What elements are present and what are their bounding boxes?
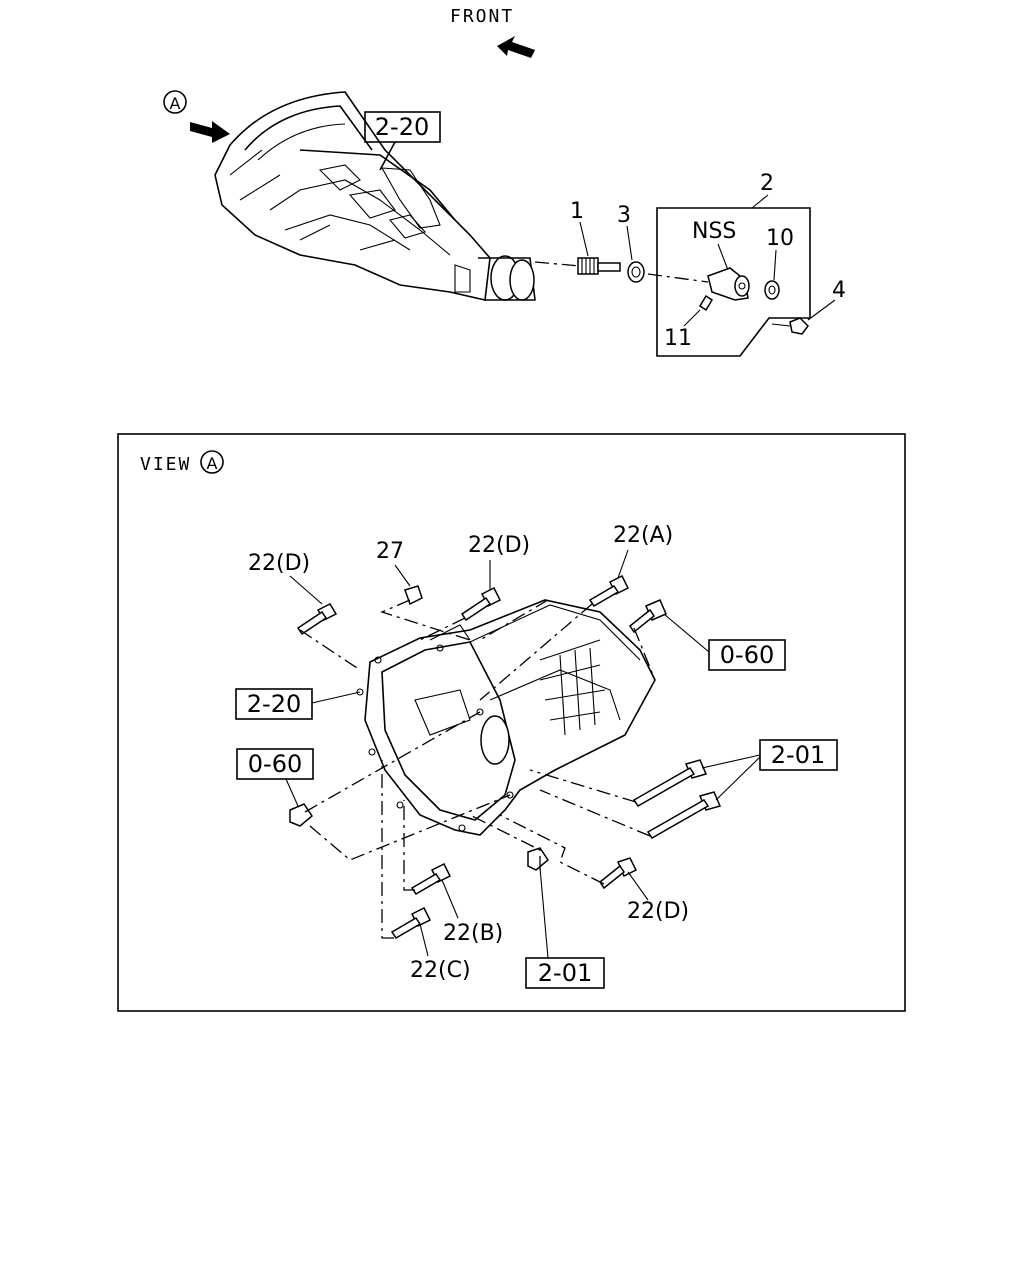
leader-201-bottom [539,867,549,959]
ref-box-0-60-right: 0-60 [708,639,786,671]
view-a-arrow-icon [190,121,230,143]
bolt-201-upper [632,759,708,807]
bolt-22a [588,574,630,608]
leader-22d-left [289,575,323,605]
leader-1 [579,221,589,257]
leader-060-right [663,613,710,653]
label-22d-top: 22(D) [468,533,530,558]
nut-201-bottom [527,847,549,871]
leader-2-20-view [311,691,361,704]
ref-box-2-01-right: 2-01 [759,739,838,771]
leader-201-right-a [701,754,761,769]
front-label: FRONT [450,6,514,27]
part-1-label: 1 [570,199,584,224]
view-a-frame [117,433,906,1012]
leader-22d-bottom [627,871,649,901]
svg-text:A: A [207,454,218,473]
part-4-label: 4 [832,278,846,303]
nut-060-left [289,803,313,827]
nss-label: NSS [692,219,736,244]
leader-27 [394,564,411,587]
part-3-oring [627,261,645,283]
ref-box-2-20-top: 2-20 [364,111,441,143]
bolt-27 [404,585,423,606]
svg-text:2-01: 2-01 [538,959,592,987]
label-22d-bottom: 22(D) [627,899,689,924]
label-27: 27 [376,539,404,564]
bolt-201-lower [646,791,722,839]
bolt-22d-top [460,586,502,622]
part-10-grommet [764,280,780,300]
svg-text:2-20: 2-20 [375,113,429,141]
view-a-marker: A [163,90,187,114]
part-3-label: 3 [617,203,631,228]
leader-nss [717,243,729,271]
leader-10 [773,249,777,281]
part-1-gear [577,257,621,275]
bell-housing [356,599,656,836]
view-a-title: VIEW A [140,450,224,475]
ref-box-0-60-left: 0-60 [236,748,314,780]
front-arrow-icon [497,36,535,58]
ref-box-2-01-bottom: 2-01 [525,957,605,989]
leader-2 [751,194,769,209]
dashed-leaders [299,599,656,939]
leader-dash-2 [647,273,709,283]
group-2-box [656,207,811,357]
part-11-label: 11 [664,326,692,351]
label-22b: 22(B) [443,921,503,946]
part-11-pin [698,294,714,312]
leader-22c [419,923,429,957]
label-22d-left: 22(D) [248,551,310,576]
bolt-22d-left [296,603,338,636]
bolt-22b [410,862,452,896]
svg-text:2-01: 2-01 [771,741,825,769]
ref-box-2-20-view: 2-20 [235,688,313,720]
bolt-22d-bottom [598,857,638,890]
leader-3 [626,225,633,261]
svg-text:0-60: 0-60 [248,750,302,778]
svg-text:0-60: 0-60 [720,641,774,669]
speed-sensor [707,267,750,301]
svg-text:VIEW: VIEW [140,454,191,475]
leader-dash-1 [534,261,581,267]
leader-4 [807,299,836,321]
bolt-060-right [628,599,667,634]
leader-11 [683,309,701,327]
leader-201-right-b [715,756,761,801]
label-22a: 22(A) [613,523,673,548]
svg-text:2-20: 2-20 [247,690,301,718]
leader-2-20-top [379,141,396,171]
part-4-bolt [771,317,809,335]
leader-22b [441,879,459,919]
svg-text:A: A [170,94,181,113]
leader-060-left [285,778,299,807]
leader-22a [617,549,629,579]
label-22c: 22(C) [410,958,471,983]
part-10-label: 10 [766,226,794,251]
bolt-22c [390,906,432,940]
part-2-label: 2 [760,171,774,196]
transmission-assembly [214,91,536,301]
